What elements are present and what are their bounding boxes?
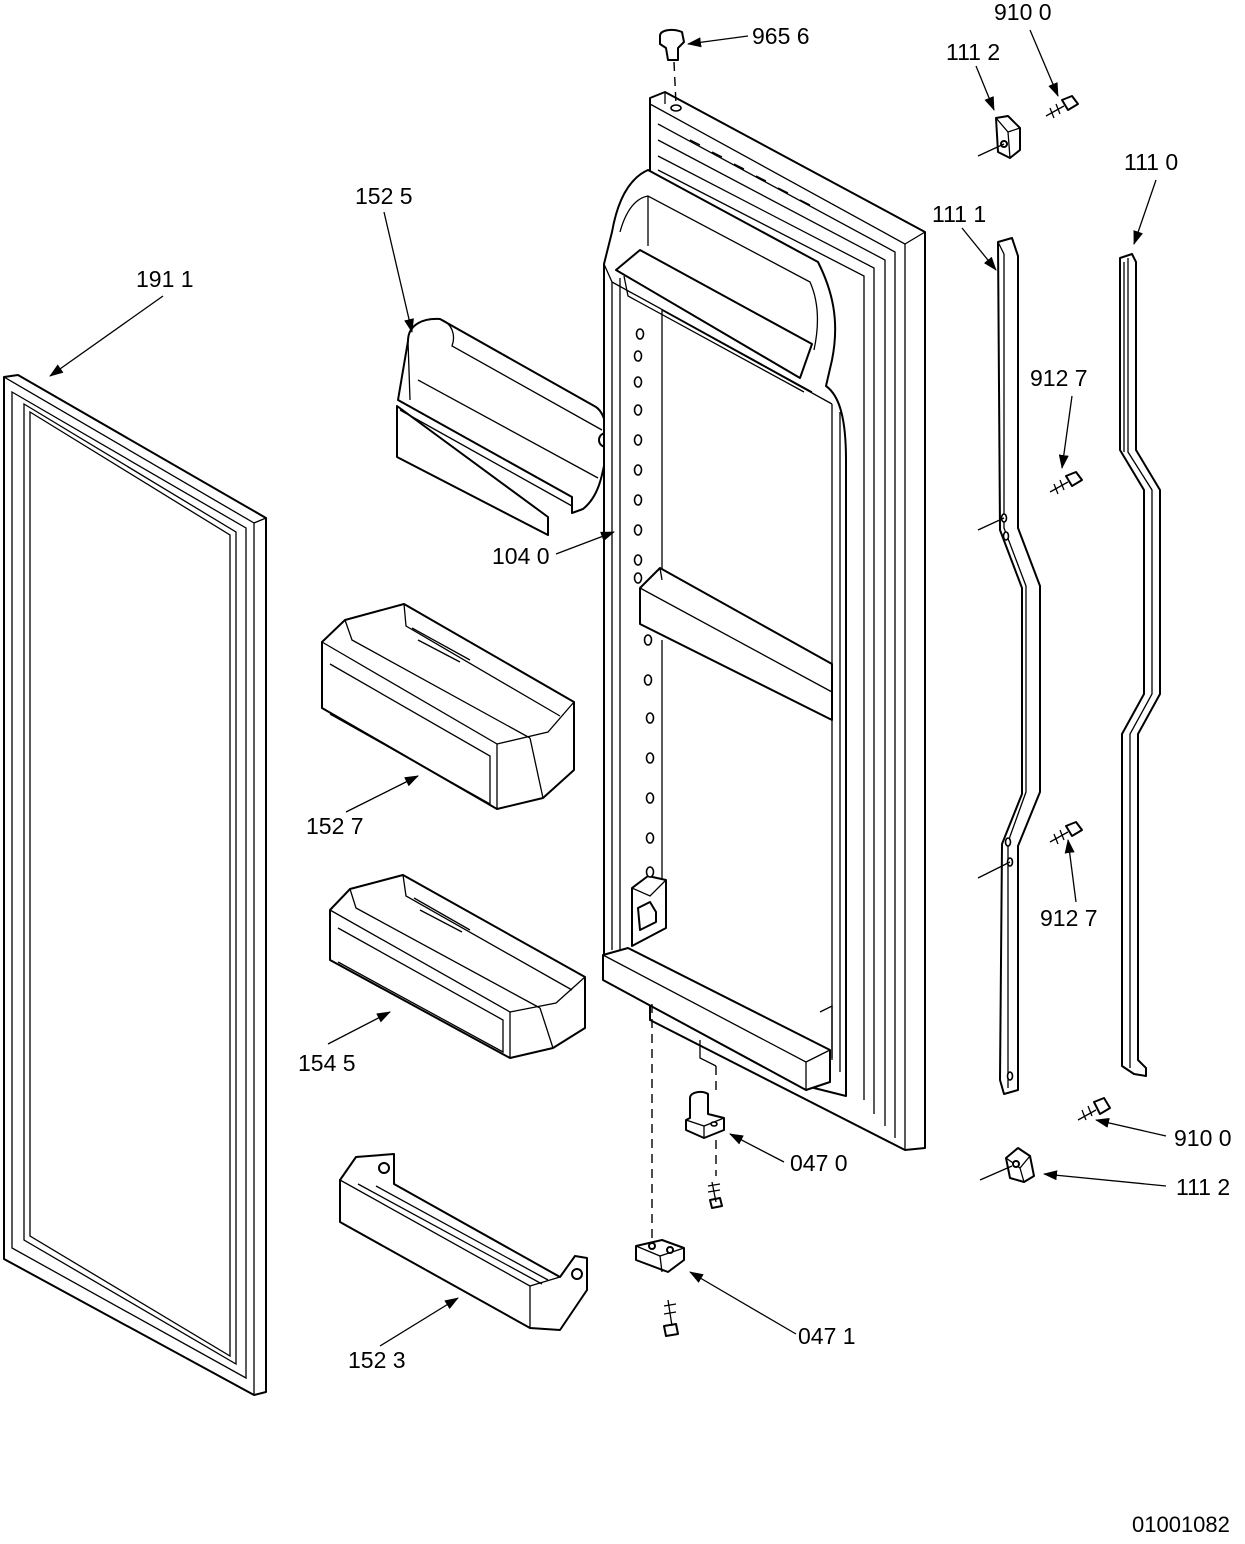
handle-cap-top[interactable] [977,115,1021,159]
hinge-upper[interactable] [685,1066,725,1209]
door-bin-upper[interactable] [321,603,575,810]
handle-screw-upper[interactable] [1049,471,1083,495]
callout-152-5: 152 5 [355,183,413,209]
leader-lines [49,29,1167,1347]
drawing-number: 01001082 [1132,1512,1230,1537]
door-gasket[interactable] [3,374,267,1396]
callout-111-0: 111 0 [1124,149,1178,175]
callout-104-0: 104 0 [492,543,550,569]
callout-912-7-upper: 912 7 [1030,365,1088,391]
handle-cap-bottom[interactable] [979,1147,1035,1183]
screw-top[interactable] [1045,95,1079,119]
screw-bottom[interactable] [1077,1097,1111,1121]
handle-screw-lower[interactable] [1049,821,1083,845]
top-plug[interactable] [659,28,685,105]
hinge-lower[interactable] [635,1239,685,1337]
callout-152-3: 152 3 [348,1347,406,1373]
callout-111-1: 111 1 [932,201,986,227]
door-panel[interactable] [602,91,926,1151]
callout-047-1: 047 1 [798,1323,856,1349]
door-bin-lower[interactable] [339,1153,588,1331]
callout-191-1: 191 1 [136,266,194,292]
callout-152-7: 152 7 [306,813,364,839]
callout-047-0: 047 0 [790,1150,848,1176]
dairy-door[interactable] [396,317,614,536]
callout-154-5: 154 5 [298,1050,356,1076]
handle-trim[interactable] [977,237,1041,1095]
callout-111-2-top: 111 2 [946,39,1000,65]
door-bin-middle[interactable] [329,874,586,1059]
callout-912-7-lower: 912 7 [1040,905,1098,931]
callout-910-0-top: 910 0 [994,0,1052,25]
handle-insert[interactable] [1119,253,1161,1077]
callout-910-0-bottom: 910 0 [1174,1125,1232,1151]
callout-111-2-bottom: 111 2 [1176,1174,1230,1200]
callout-965-6: 965 6 [752,23,810,49]
